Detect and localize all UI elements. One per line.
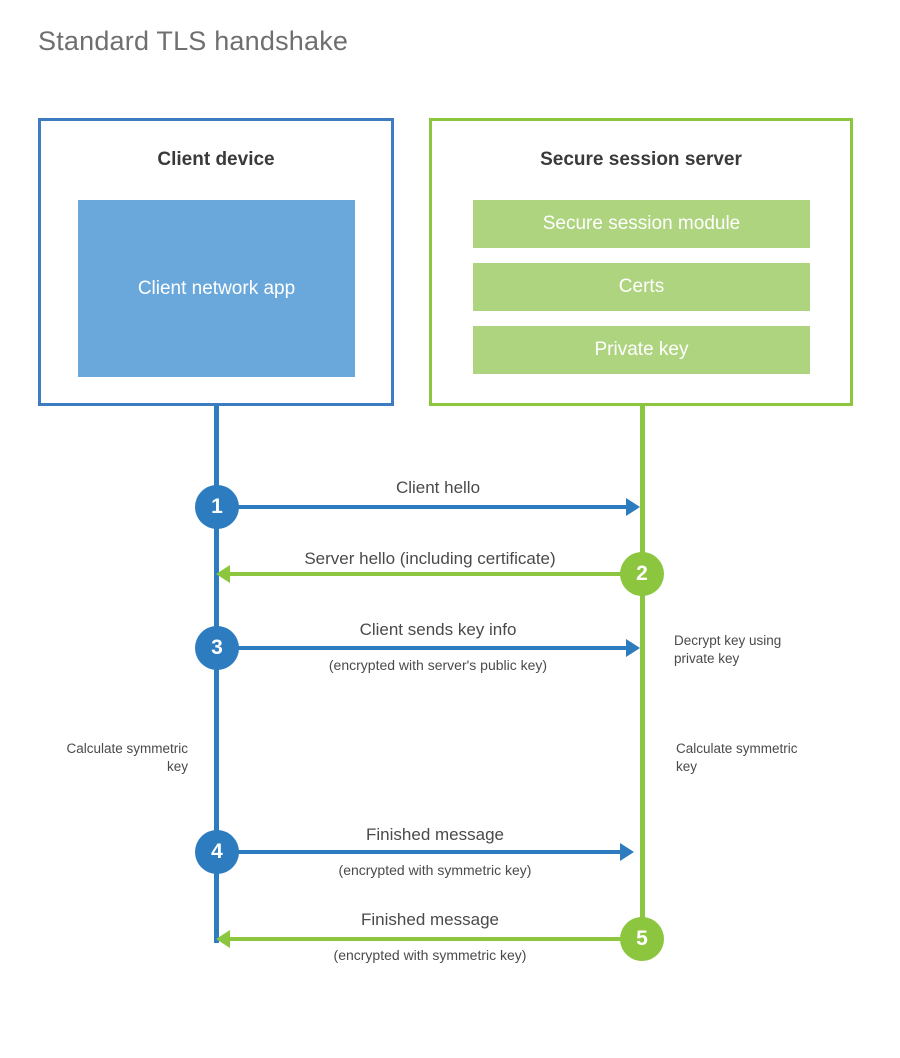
- secure-session-server-panel: Secure session server Secure session mod…: [429, 118, 853, 406]
- server-component-private-key: Private key: [473, 326, 810, 374]
- step-4-label: Finished message: [366, 825, 504, 844]
- secure-session-server-title: Secure session server: [540, 149, 742, 170]
- step-1-arrow-head-icon: [626, 498, 640, 516]
- step-1-arrow-line: [216, 505, 626, 509]
- step-5-marker: 5: [620, 917, 664, 961]
- server-component-secure-session-module: Secure session module: [473, 200, 810, 248]
- step-1-marker: 1: [195, 485, 239, 529]
- step-4-arrow-line: [216, 850, 620, 854]
- client-device-title: Client device: [157, 149, 275, 170]
- step-2-arrow-head-icon: [216, 565, 230, 583]
- client-lifeline: [214, 405, 219, 943]
- client-network-app-block: Client network app: [78, 200, 355, 377]
- step-3-sublabel: (encrypted with server's public key): [328, 657, 548, 673]
- step-2-arrow-line: [230, 572, 642, 576]
- step-2-marker: 2: [620, 552, 664, 596]
- step-5-arrow-head-icon: [216, 930, 230, 948]
- server-decrypt-annotation: Decrypt key using private key: [674, 633, 782, 667]
- step-3-arrow-line: [216, 646, 626, 650]
- step-3-label: Client sends key info: [359, 620, 517, 639]
- server-calculate-annotation: Calculate symmetric key: [676, 741, 798, 775]
- page-title: Standard TLS handshake: [38, 26, 349, 56]
- client-calculate-annotation: Calculate symmetric key: [66, 741, 188, 775]
- step-2-label: Server hello (including certificate): [304, 549, 556, 568]
- step-4-sublabel: (encrypted with symmetric key): [338, 862, 532, 878]
- step-5-arrow-line: [230, 937, 642, 941]
- server-lifeline: [640, 405, 645, 941]
- step-1-label: Client hello: [395, 478, 481, 497]
- step-4-marker: 4: [195, 830, 239, 874]
- server-component-certs: Certs: [473, 263, 810, 311]
- step-5-sublabel: (encrypted with symmetric key): [333, 947, 527, 963]
- client-device-panel: Client device Client network app: [38, 118, 394, 406]
- step-5-label: Finished message: [361, 910, 499, 929]
- step-3-marker: 3: [195, 626, 239, 670]
- step-4-arrow-head-icon: [620, 843, 634, 861]
- step-3-arrow-head-icon: [626, 639, 640, 657]
